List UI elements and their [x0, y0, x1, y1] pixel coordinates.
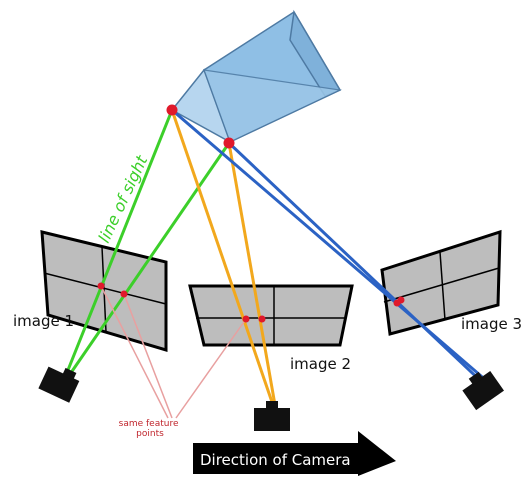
object-3d: [170, 9, 343, 144]
sight-lines-orange: [170, 109, 277, 406]
camera-icon: [38, 366, 80, 403]
same-feature-label: same feature points: [119, 419, 182, 439]
arrow-right-icon: [193, 431, 396, 476]
image-plane-3: [380, 229, 502, 336]
feature-points: [97, 104, 405, 323]
object-point-1: [166, 104, 178, 116]
image-3-label: image 3: [461, 315, 522, 333]
image-plane-2: [188, 284, 354, 347]
sight-lines-blue: [171, 108, 489, 388]
image-2-label: image 2: [290, 355, 351, 373]
direction-arrow: Direction of Camera: [193, 431, 396, 476]
image-1-label: image 1: [13, 312, 74, 330]
direction-label: Direction of Camera: [200, 451, 351, 469]
camera-icon: [254, 401, 290, 431]
sight-lines-green: [62, 109, 231, 381]
object-face-main: [203, 69, 343, 143]
feature-connectors: [100, 285, 247, 419]
object-point-2: [223, 137, 235, 149]
camera-icon: [462, 370, 504, 411]
